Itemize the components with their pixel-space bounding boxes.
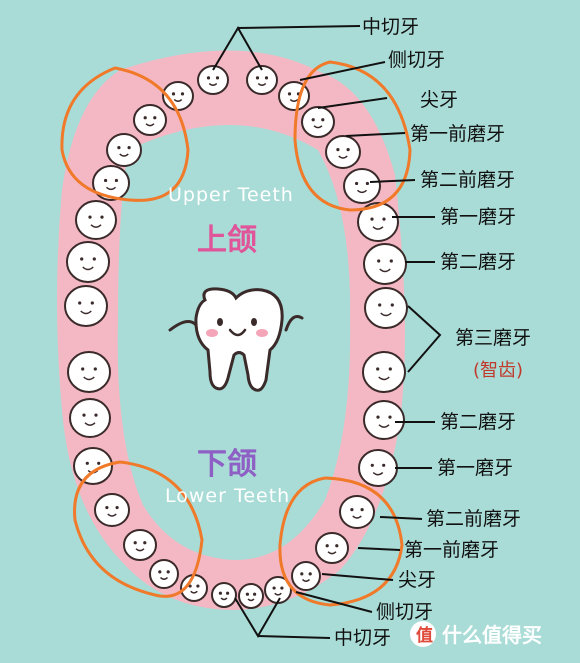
lower-title-zh: 下颌 <box>197 447 257 482</box>
lower-teeth-group <box>67 351 406 609</box>
lower-tooth <box>67 351 111 393</box>
lower-tooth <box>123 529 157 561</box>
lower-tooth <box>315 532 349 564</box>
label-lower-first-molar: 第一磨牙 <box>437 457 513 479</box>
upper-tooth <box>357 202 399 242</box>
label-third-molar: 第三磨牙 <box>455 327 531 349</box>
label-third-molar-note: (智齿) <box>473 360 523 381</box>
label-upper-central-incisor: 中切牙 <box>362 16 419 38</box>
label-lower-second-premolar: 第二前磨牙 <box>426 508 521 530</box>
lower-tooth <box>211 582 237 608</box>
zhi-logo-icon <box>410 621 436 647</box>
lower-tooth <box>363 400 405 440</box>
upper-tooth <box>343 168 381 204</box>
upper-tooth <box>66 241 110 283</box>
label-lower-lateral-incisor: 侧切牙 <box>376 601 433 623</box>
upper-tooth <box>75 200 117 240</box>
lower-tooth <box>69 398 111 438</box>
label-lower-central-incisor: 中切牙 <box>334 627 391 649</box>
upper-tooth <box>363 243 407 285</box>
highlight-circle-lower-right <box>278 476 404 607</box>
label-upper-second-premolar: 第二前磨牙 <box>420 169 515 191</box>
label-lower-second-molar: 第二磨牙 <box>440 411 516 433</box>
lower-title-en: Lower Teeth <box>165 485 290 507</box>
label-upper-first-premolar: 第一前磨牙 <box>410 123 505 145</box>
lower-tooth <box>358 449 398 487</box>
label-upper-first-molar: 第一磨牙 <box>440 206 516 228</box>
label-lower-first-premolar: 第一前磨牙 <box>404 539 499 561</box>
watermark-text: 什么值得买 <box>442 623 542 647</box>
label-lower-canine: 尖牙 <box>398 569 436 591</box>
gum-arch <box>57 50 405 611</box>
highlight-circle-upper-left <box>60 66 190 202</box>
lower-tooth <box>291 561 321 591</box>
watermark: 值 什么值得买 <box>410 621 542 647</box>
lower-tooth <box>94 493 130 527</box>
upper-tooth <box>364 287 408 329</box>
highlight-circle-lower-left <box>73 460 204 598</box>
svg-text:值: 值 <box>416 625 433 646</box>
label-upper-canine: 尖牙 <box>420 89 458 111</box>
upper-tooth <box>64 285 108 327</box>
upper-title-en: Upper Teeth <box>168 184 294 206</box>
upper-title-zh: 上颌 <box>197 223 257 258</box>
leader-lines <box>212 25 442 639</box>
highlight-circle-upper-right <box>293 60 412 212</box>
lower-tooth <box>339 495 375 529</box>
label-upper-second-molar: 第二磨牙 <box>440 251 516 273</box>
lower-tooth <box>149 559 179 589</box>
lower-tooth <box>73 447 113 485</box>
label-upper-lateral-incisor: 侧切牙 <box>388 49 445 71</box>
upper-tooth <box>197 65 229 95</box>
tooth-mascot-icon <box>168 287 304 392</box>
highlight-circles <box>60 60 412 607</box>
upper-tooth <box>301 106 335 138</box>
upper-teeth-group <box>64 65 408 329</box>
upper-tooth <box>133 104 167 136</box>
upper-tooth <box>246 65 278 95</box>
lower-tooth <box>238 583 264 609</box>
upper-tooth <box>92 165 130 201</box>
upper-tooth <box>325 135 361 169</box>
lower-tooth <box>362 351 406 393</box>
upper-tooth <box>106 133 142 167</box>
